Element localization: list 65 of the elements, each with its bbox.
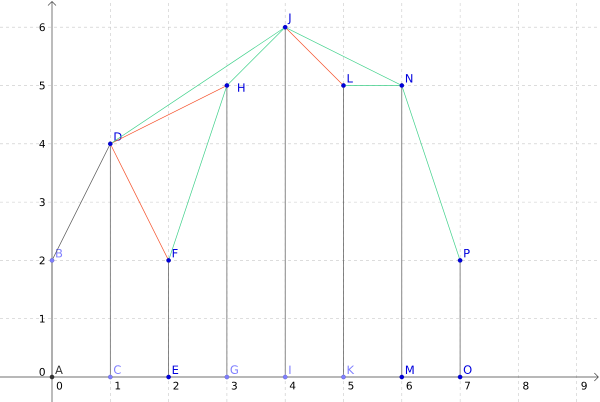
node-label: J — [288, 14, 290, 24]
tick-label: 6 — [40, 23, 45, 32]
tick-label: 2 — [173, 382, 178, 390]
segment — [284, 29, 286, 376]
node-label: C — [114, 365, 121, 374]
tick-label: 9 — [581, 382, 587, 390]
segment — [401, 87, 402, 376]
tick-label: 0 — [40, 368, 45, 376]
tick-label: 1 — [116, 382, 120, 390]
segment — [402, 87, 460, 259]
point: O — [458, 365, 472, 380]
segment — [286, 28, 400, 85]
tick-label: 5 — [348, 382, 354, 390]
tick-label: 8 — [523, 382, 528, 390]
node-label: A — [55, 366, 63, 374]
point: M — [399, 366, 414, 380]
node-label: G — [230, 365, 238, 374]
point: E — [166, 366, 178, 380]
segment — [168, 87, 227, 259]
point: H — [224, 83, 244, 92]
node-label: N — [406, 74, 412, 82]
segment — [345, 85, 400, 86]
point: C — [108, 365, 121, 380]
segment — [226, 87, 228, 376]
tick-label: 3 — [232, 382, 237, 390]
node-label: I — [289, 366, 290, 374]
node-label: L — [348, 74, 353, 82]
node-label: D — [114, 132, 122, 141]
node-label: P — [464, 249, 470, 258]
node-label: E — [172, 366, 178, 374]
segment — [343, 87, 344, 376]
point: G — [224, 365, 238, 380]
point: L — [341, 74, 353, 88]
point: J — [282, 14, 290, 30]
tick-label: 1 — [40, 314, 45, 323]
tick-label: 7 — [465, 382, 470, 390]
tick-label: 4 — [290, 382, 296, 390]
node-label: M — [406, 366, 414, 374]
point: N — [399, 74, 412, 88]
segment — [168, 262, 169, 376]
tick-label: 2 — [40, 256, 44, 264]
segment — [228, 28, 284, 84]
node-label: H — [238, 83, 244, 92]
point: F — [166, 249, 178, 263]
point: A — [50, 366, 63, 380]
tick-label: 3 — [40, 198, 45, 206]
node-label: K — [348, 366, 354, 374]
point: D — [108, 132, 122, 146]
point: K — [341, 366, 354, 380]
tick-label: 4 — [39, 140, 45, 148]
node-label: O — [464, 365, 472, 374]
node-label: B — [56, 249, 62, 258]
tick-label: 6 — [406, 382, 412, 390]
tick-label: 0 — [56, 382, 62, 390]
segment — [52, 146, 110, 259]
point: P — [458, 249, 470, 263]
tick-label: 5 — [40, 82, 45, 90]
node-label: F — [172, 249, 178, 258]
point: B — [50, 249, 62, 263]
segment — [112, 28, 284, 143]
segment — [110, 146, 111, 376]
segment — [111, 146, 168, 259]
segment — [286, 28, 342, 84]
segment — [112, 86, 226, 144]
point: I — [282, 366, 290, 380]
